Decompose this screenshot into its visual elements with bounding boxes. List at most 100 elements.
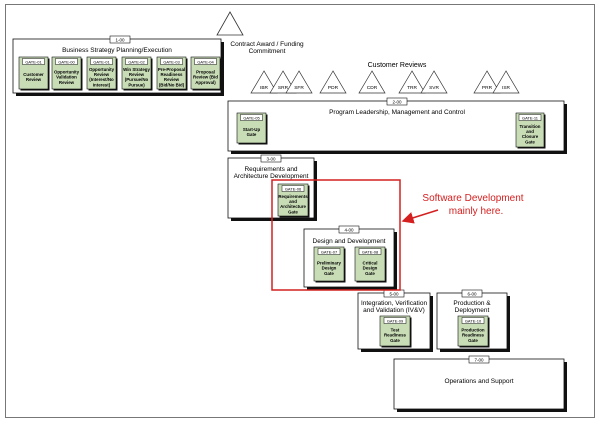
dd-title: Design and Development: [313, 238, 386, 245]
plm-gate-closure-id-tag: [518, 114, 542, 121]
bsp-gate-4-id: GATE-02: [128, 59, 145, 64]
dd-gate-preliminary-label-line: Gate: [324, 271, 334, 276]
ivv-gate-label-line: Readiness: [384, 333, 407, 338]
bsp-gate-5-label-line: Readiness: [161, 72, 184, 77]
customer-reviews-title: Customer Reviews: [368, 62, 427, 69]
review-triangle-icon: [420, 70, 448, 94]
plm-gate-closure-label-line: Gate: [525, 139, 535, 144]
ivv-gate-label-line: Test: [391, 327, 400, 332]
bsp-gate-1-label-line: Customer: [23, 72, 44, 77]
rad-id: 3-00: [266, 157, 276, 162]
review-label: SVR: [429, 85, 439, 91]
bsp-gate-5: GATE-03Pre-ProposalReadinessReview(Bid/N…: [156, 56, 188, 91]
review-label: IBR: [260, 85, 269, 91]
bsp-gate-6-id-tag: [194, 58, 217, 65]
dd-gate-preliminary-id: GATE-07: [321, 249, 338, 254]
pd-gate-label-line: Production: [461, 327, 484, 332]
bsp-gate-4-label-line: Review: [129, 72, 145, 77]
rad-gate-label-line: Architecture: [280, 204, 306, 209]
software-development-highlight: [271, 179, 401, 291]
rad-id-tag: [260, 154, 282, 163]
pd-gate-label-line: Readiness: [462, 333, 485, 338]
dd-gate-critical-label-line: Design: [363, 266, 378, 271]
dd-gate-preliminary-id-tag: [317, 248, 341, 255]
review-milestone-pdr: PDR: [319, 70, 347, 94]
bsp-gate-5-id-tag: [160, 58, 183, 65]
dd-gate-critical-label-line: Gate: [365, 271, 375, 276]
contract-award-milestone-icon: [216, 11, 244, 36]
dd-gate-critical-id-tag: [358, 248, 382, 255]
dd-gate-preliminary-label-line: Preliminary: [317, 260, 341, 265]
bsp-gate-3-id-tag: [90, 58, 113, 65]
bsp-gate-1-id-tag: [22, 58, 45, 65]
review-milestone-trr: TRR: [398, 70, 426, 94]
review-label: SRR: [278, 85, 289, 91]
callout-line-2: mainly here.: [449, 206, 503, 217]
bsp-gate-6-label-line: Approval): [195, 80, 216, 85]
review-milestone-sfr: SFR: [285, 70, 313, 94]
rad-gate-label-line: and: [289, 199, 297, 204]
bsp-gate-4-id-tag: [125, 58, 148, 65]
bsp-gate-3-id: GATE-01: [93, 59, 110, 64]
plm-gate-start-label-line: Start-Up: [243, 127, 261, 132]
plm-gate-closure-label-line: Transition: [520, 124, 541, 129]
bsp-gate-1-id: GATE-01: [25, 59, 42, 64]
os-title: Operations and Support: [444, 378, 513, 385]
pd-title-1: Production &: [453, 300, 491, 307]
pd-gate-label-line: Gate: [468, 338, 478, 343]
bsp-gate-2-label-line: Opportunity: [54, 69, 80, 74]
rad-gate-id-tag: [281, 185, 305, 192]
dd-gates: GATE-07PreliminaryDesignGateGATE-08Criti…: [313, 246, 387, 283]
bsp-id: 1-00: [115, 38, 125, 43]
contract-award-label: Contract Award / Funding: [230, 41, 304, 48]
review-label: TRR: [407, 85, 417, 91]
bsp-gate-3: GATE-01OpportunityReview(Interest/NoInte…: [86, 56, 118, 91]
dd-gate-preliminary-label-line: Design: [322, 266, 337, 271]
plm-id-tag: [386, 97, 408, 106]
pd-id-tag: [461, 289, 483, 298]
bsp-id-tag: [109, 35, 131, 44]
bsp-gate-2-id-tag: [55, 58, 78, 65]
review-triangle-icon: [473, 70, 501, 94]
bsp-title: Business Strategy Planning/Execution: [62, 47, 172, 54]
bsp-gate-3-label-line: Opportunity: [89, 67, 115, 72]
rad-gate-label-line: Requirements: [278, 194, 308, 199]
bsp-gates: GATE-01CustomerReviewGATE-00OpportunityV…: [18, 56, 222, 91]
bsp-gate-6-label-line: Proposal: [196, 69, 215, 74]
review-label: PRR: [482, 85, 493, 91]
review-milestone-ibr: IBR: [250, 70, 278, 94]
os-id: 7-00: [474, 358, 484, 363]
callout-line-1: Software Development: [422, 193, 523, 204]
ivv-gate-id-tag: [383, 317, 407, 324]
ivv-title-1: Integration, Verification: [361, 300, 428, 307]
review-label: CDR: [367, 85, 378, 91]
pd-gate-id: GATE-10: [465, 318, 482, 323]
bsp-gate-5-label-line: (Bid/No Bid): [159, 82, 185, 87]
pd-id: 6-00: [467, 292, 477, 297]
review-triangle-icon: [398, 70, 426, 94]
plm-gate-start-id-tag: [240, 114, 263, 121]
bsp-gate-4-label-line: Win Strategy: [123, 67, 150, 72]
review-milestone-svr: SVR: [420, 70, 448, 94]
rad-title-2: Architecture Development: [234, 173, 309, 180]
bsp-gate-2-label-line: Review: [59, 80, 75, 85]
bsp-gate-5-label-line: Pre-Proposal: [158, 67, 185, 72]
ivv-gate-id: GATE-09: [387, 318, 404, 323]
plm-box: [227, 100, 565, 152]
bsp-gate-3-label-line: Interest): [93, 82, 111, 87]
bsp-gate-4-label-line: (Pursue/No: [125, 77, 149, 82]
bsp-gate-1-label-line: Review: [26, 77, 42, 82]
review-label: PDR: [328, 85, 339, 91]
